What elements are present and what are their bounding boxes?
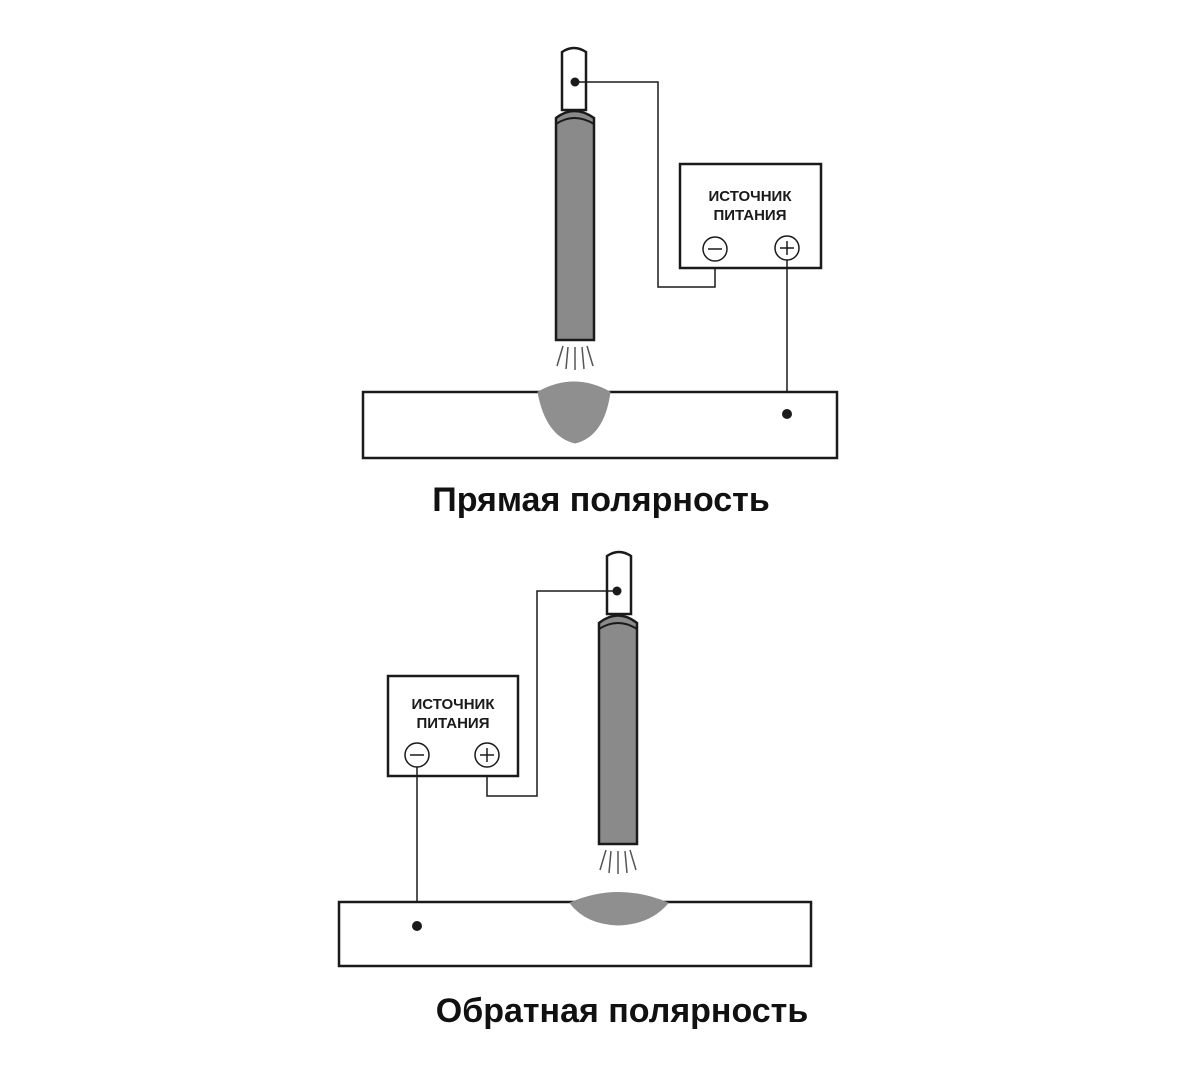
caption-reverse-polarity: Обратная полярность [436,992,809,1030]
caption-straight-polarity: Прямая полярность [432,481,769,519]
arc-rays-1 [556,345,594,370]
weld-pool-2 [569,892,669,926]
arc-rays-2 [599,849,637,874]
electrode-2-collar [598,622,638,630]
electrode-2-tip [605,550,633,616]
electrode-1-body [554,109,596,342]
straight-polarity-diagram: ИСТОЧНИК ПИТАНИЯ Прямая полярность [361,46,839,519]
power-source-label-1-line1: ИСТОЧНИК [708,188,792,205]
weld-pool-1 [537,381,611,444]
power-source-label-1-line2: ПИТАНИЯ [713,207,786,224]
power-source-label-2-line1: ИСТОЧНИК [411,696,495,713]
plus-terminal-icon-1 [774,235,800,261]
wire-electrode-to-plus-2 [486,590,617,797]
wire-electrode-to-minus-1 [575,81,716,288]
power-source-label-2-line2: ПИТАНИЯ [416,715,489,732]
electrode-2-body [597,614,639,846]
workpiece-2 [337,900,813,968]
plus-terminal-icon-2 [474,742,500,768]
workpiece-2-contact [412,921,422,931]
minus-terminal-icon-1 [702,236,728,262]
reverse-polarity-diagram: ИСТОЧНИК ПИТАНИЯ Обратная полярность [337,550,813,1030]
electrode-1-collar [555,117,595,125]
minus-terminal-icon-2 [404,742,430,768]
workpiece-1-contact [782,409,792,419]
